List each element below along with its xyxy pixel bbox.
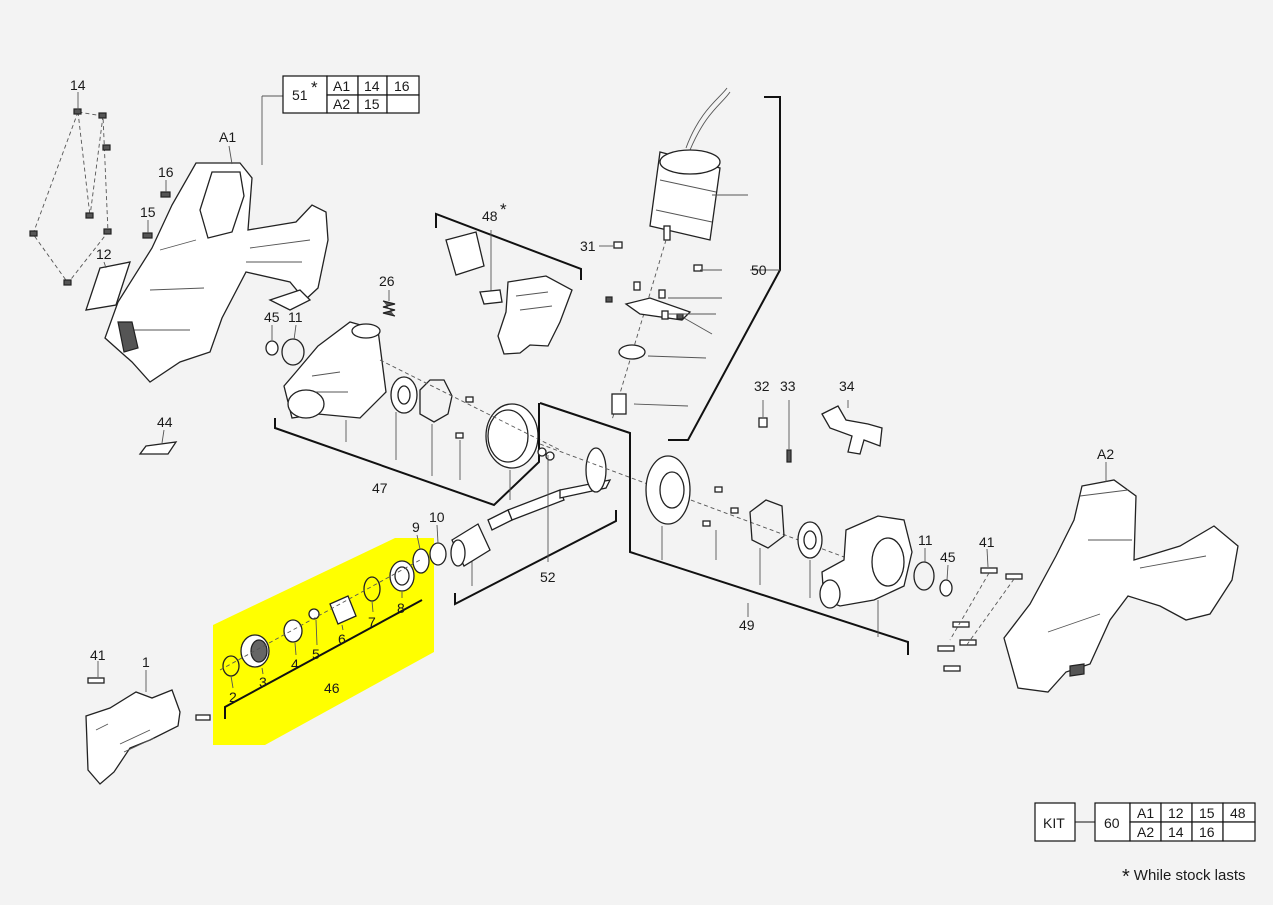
callout-46: 46 <box>324 680 340 696</box>
bracket-52 <box>454 510 617 606</box>
screw-31[interactable] <box>613 241 623 249</box>
shaft-52[interactable] <box>487 447 612 531</box>
callout-26: 26 <box>379 273 395 289</box>
callout-7: 7 <box>368 614 376 630</box>
callout-3: 3 <box>259 674 267 690</box>
kit-cell: 12 <box>1168 805 1184 821</box>
motor-50[interactable] <box>649 87 731 241</box>
callout-11-right: 11 <box>918 532 933 548</box>
table-51-asterisk: * <box>311 78 318 97</box>
callout-50: 50 <box>751 262 767 278</box>
callout-12: 12 <box>96 246 112 262</box>
kit-label: KIT <box>1043 815 1065 831</box>
bracket-47 <box>274 403 540 507</box>
bracket-48 <box>435 212 582 280</box>
callout-33: 33 <box>780 378 796 394</box>
callout-11-left: 11 <box>288 309 303 325</box>
gasket-left[interactable] <box>419 379 453 423</box>
gasket-right[interactable] <box>749 499 785 549</box>
ring-9[interactable] <box>412 548 430 574</box>
kit-cell: 48 <box>1230 805 1246 821</box>
gearbox-housing-left[interactable] <box>283 321 387 419</box>
callout-a1: A1 <box>219 129 236 145</box>
callout-9: 9 <box>412 519 420 535</box>
callout-45-left: 45 <box>264 309 280 325</box>
callout-45-right: 45 <box>940 549 956 565</box>
motor-plate[interactable] <box>624 297 692 321</box>
label-sticker-12[interactable] <box>85 261 131 311</box>
callout-32: 32 <box>754 378 770 394</box>
callout-31: 31 <box>580 238 596 254</box>
table-51-cell: A2 <box>333 96 350 112</box>
housing-half-a1[interactable] <box>104 162 329 383</box>
kit-cell: A1 <box>1137 805 1154 821</box>
callout-2: 2 <box>229 689 237 705</box>
table-51-cell: 14 <box>364 78 380 94</box>
callout-a2: A2 <box>1097 446 1114 462</box>
part-45-right[interactable] <box>939 579 953 597</box>
spring-26[interactable] <box>382 300 396 317</box>
stock-footnote: *While stock lasts <box>1122 866 1246 889</box>
callout-1: 1 <box>142 654 150 670</box>
screw-16[interactable] <box>160 191 171 198</box>
label-44[interactable] <box>138 441 178 455</box>
switch-assembly-48[interactable] <box>445 231 573 355</box>
gear-disc-left[interactable] <box>485 403 539 469</box>
motor-ring[interactable] <box>618 344 646 360</box>
part-32[interactable] <box>758 417 768 428</box>
callout-48: 48 <box>482 208 498 224</box>
callout-41-left: 41 <box>90 647 106 663</box>
callout-52: 52 <box>540 569 556 585</box>
table-51-label: 51 <box>292 87 308 103</box>
part-11-left[interactable] <box>281 338 305 366</box>
fan-disc[interactable] <box>645 455 691 525</box>
clamp-34[interactable] <box>821 405 883 455</box>
part-45-left[interactable] <box>265 340 279 356</box>
callout-48-asterisk: * <box>500 200 507 219</box>
callout-49: 49 <box>739 617 755 633</box>
kit-number: 60 <box>1104 815 1120 831</box>
kit-cell: 15 <box>1199 805 1215 821</box>
callout-labels: 14 16 15 12 A1 45 11 26 48 * 31 50 44 47… <box>70 77 1114 705</box>
kit-cell: 16 <box>1199 824 1215 840</box>
callout-5: 5 <box>312 646 320 662</box>
screw-41-left[interactable] <box>87 677 105 684</box>
screws-41-right[interactable] <box>937 567 1023 672</box>
footnote-asterisk: * <box>1122 866 1130 888</box>
sleeve-tube[interactable] <box>450 523 491 567</box>
callout-34: 34 <box>839 378 855 394</box>
part-11-right[interactable] <box>913 561 935 591</box>
callout-44: 44 <box>157 414 173 430</box>
callout-16: 16 <box>158 164 174 180</box>
callout-4: 4 <box>291 656 299 672</box>
kit-cell: 14 <box>1168 824 1184 840</box>
callout-6: 6 <box>338 631 346 647</box>
table-51-cell: 15 <box>364 96 380 112</box>
callout-15: 15 <box>140 204 156 220</box>
bracket-46 <box>224 599 423 719</box>
gearbox-housing-right[interactable] <box>819 515 913 609</box>
table-51-cell: 16 <box>394 78 410 94</box>
bracket-49 <box>539 402 909 655</box>
callout-47: 47 <box>372 480 388 496</box>
callout-10: 10 <box>429 509 445 525</box>
table-51-cell: A1 <box>333 78 350 94</box>
housing-half-a2[interactable] <box>1003 479 1239 693</box>
table-51: 51 * A1 14 16 A2 15 <box>282 75 420 114</box>
screws-14[interactable] <box>29 108 112 286</box>
motor-bushing[interactable] <box>611 393 627 415</box>
footnote-text: While stock lasts <box>1133 867 1246 884</box>
screw-15[interactable] <box>142 232 153 239</box>
ring-10[interactable] <box>429 542 447 566</box>
highlight-region-46[interactable] <box>213 538 434 745</box>
kit-table: KIT 60 A1 12 15 48 A2 14 16 <box>1034 802 1256 842</box>
callout-14: 14 <box>70 77 86 93</box>
shoe-plate-1[interactable] <box>85 689 181 785</box>
callout-41-right: 41 <box>979 534 995 550</box>
callout-8: 8 <box>397 600 405 616</box>
kit-cell: A2 <box>1137 824 1154 840</box>
pin-33[interactable] <box>786 449 792 463</box>
